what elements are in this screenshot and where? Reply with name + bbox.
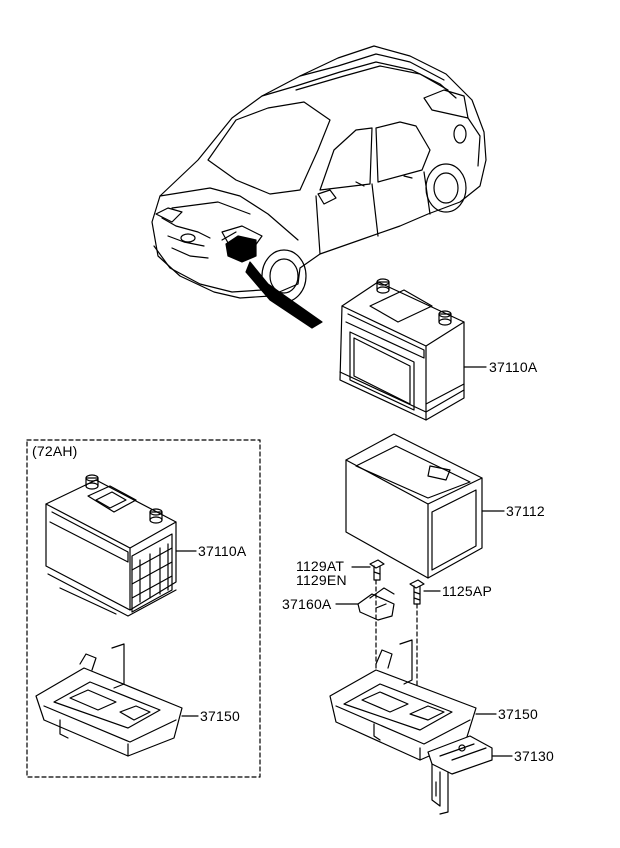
part-label-battery-72ah: 37110A [198,543,247,559]
variant-group-box [26,439,261,778]
location-pointer [245,261,323,329]
part-label-clamp: 37130 [514,748,554,764]
battery-72ah [45,474,177,617]
tray-72ah [35,643,183,757]
clamp-37130 [427,735,493,815]
part-label-bolt-a: 1129AT [296,558,345,574]
part-label-bolt-c: 1125AP [442,583,492,599]
part-label-bracket: 37160A [282,596,332,612]
part-label-tray-72ah: 37150 [200,708,240,724]
battery-cover [345,433,483,579]
vehicle-illustration [151,45,487,303]
part-label-tray-main: 37150 [498,706,538,722]
part-label-bolt-b: 1129EN [296,572,347,588]
battery-main [339,278,465,421]
bolt-1125ap [409,579,425,605]
bracket-37160a [357,587,395,621]
group-label-72ah: (72AH) [32,443,78,459]
bolt-1129 [369,559,385,581]
part-label-battery-cover: 37112 [506,503,545,519]
part-label-battery-main: 37110A [489,359,538,375]
